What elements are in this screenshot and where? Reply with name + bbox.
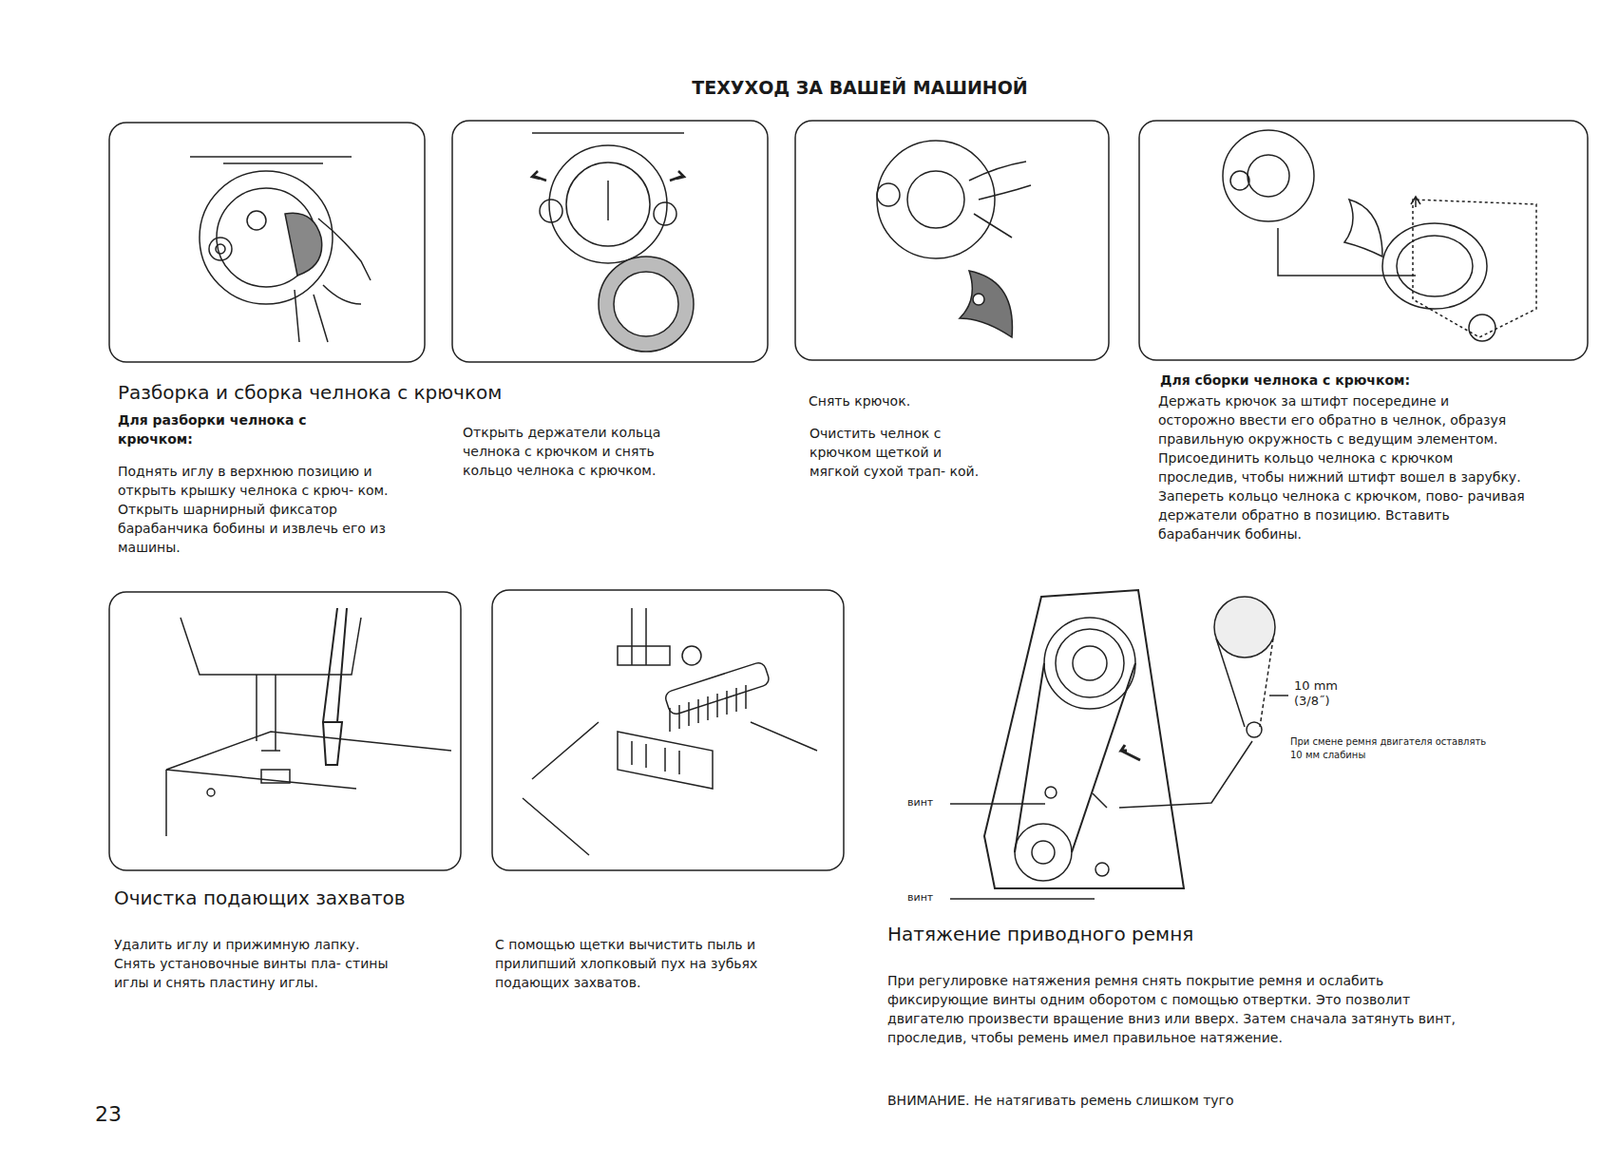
instruction-text: С помощью щетки вычистить пыль и прилипш… [495,934,785,992]
panel-frame [452,120,768,362]
panel-frame [109,122,425,362]
panel-frame [109,591,461,871]
hook-drawing [532,133,694,352]
section-heading: Очистка подающих захватов [114,885,457,911]
subheading: Для сборки челнока с крючком: [1160,370,1541,390]
dimension: (3/8˝) [1294,693,1371,709]
hook-drawing [1222,130,1537,342]
machine-drawing [166,608,452,837]
dimension: 10 mm [1294,678,1371,694]
subheading: Для разборки челнока с крючком: [117,410,327,449]
instruction-text: Удалить иглу и прижимную лапку. Снять ус… [114,934,404,992]
hook-drawing [190,156,371,343]
page-title: ТЕХУХОД ЗА ВАШЕЙ МАШИНОЙ [570,77,1150,97]
panel-frame [1139,120,1588,361]
panel-frame [795,120,1109,361]
feed-dog-drawing [522,608,818,856]
belt-drawing [950,590,1289,899]
instruction-text: Очистить челнок с крючком щеткой и мягко… [809,423,981,481]
page-number: 23 [95,1102,134,1127]
warning-note: ВНИМАНИЕ. Не натягивать ремень слишком т… [887,1090,1382,1110]
instruction-text: Открыть держатели кольца челнока с крючк… [462,422,701,480]
part-label: винт [907,796,950,810]
instruction-text: Держать крючок за штифт посередине и ост… [1158,391,1529,544]
hook-drawing [876,140,1031,338]
note: При смене ремня двигателя оставлять 10 м… [1290,735,1495,762]
instruction-text: Поднять иглу в верхнюю позицию и открыть… [117,461,403,557]
instruction-text: Снять крючок. [808,391,999,411]
instruction-text: При регулировке натяжения ремня снять по… [887,971,1458,1048]
section-heading: Натяжение приводного ремня [887,921,1287,947]
part-label: винт [907,891,950,905]
section-heading: Разборка и сборка челнока с крючком [117,380,650,405]
panel-frame [492,590,844,871]
